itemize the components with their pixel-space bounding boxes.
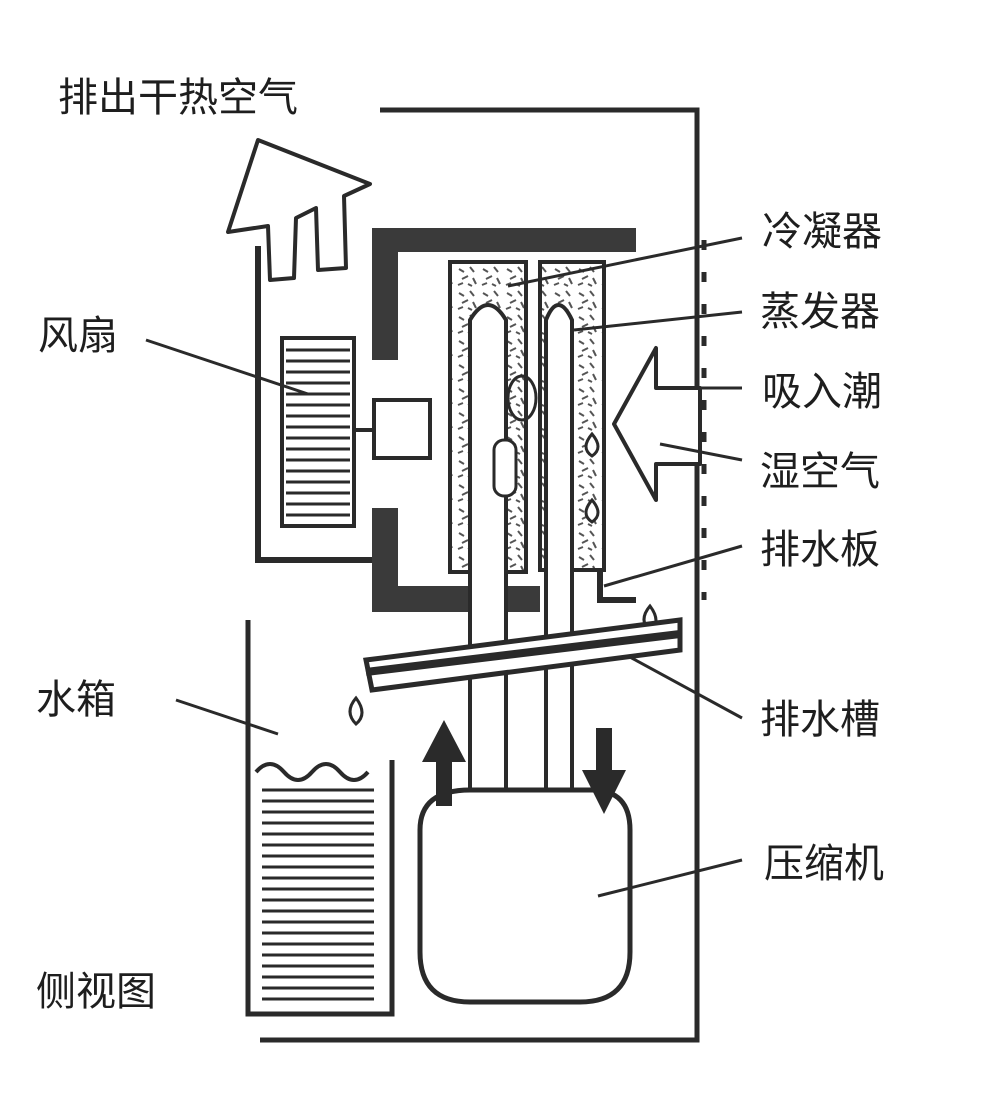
leader-water-tank <box>175 698 279 736</box>
label-drain-plate: 排水板 <box>760 527 880 573</box>
up-arrow-icon <box>422 720 466 806</box>
drain-plate <box>597 572 636 603</box>
label-condenser: 冷凝器 <box>762 209 882 255</box>
fan-housing <box>255 246 374 563</box>
cabinet-outline <box>260 107 700 1043</box>
label-intake-line1: 吸入潮 <box>762 369 882 415</box>
tank-water-lines <box>262 788 374 1001</box>
label-intake-line2: 湿空气 <box>760 449 880 495</box>
label-fan: 风扇 <box>38 313 118 359</box>
capillary-coil <box>506 374 538 422</box>
leader-compressor <box>597 858 743 898</box>
label-compressor: 压缩机 <box>764 841 884 887</box>
filter-drier <box>492 438 518 498</box>
label-exhaust: 排出干热空气 <box>58 75 298 121</box>
label-drain-trough: 排水槽 <box>760 697 880 743</box>
water-tank <box>245 620 395 1017</box>
leader-intake-2 <box>659 442 743 462</box>
drain-trough-bar <box>365 630 681 676</box>
leader-drain-plate <box>603 544 743 588</box>
refrigerant-tube-right <box>544 303 574 820</box>
fan-motor <box>372 398 432 460</box>
intake-arrow <box>612 346 702 502</box>
droplet-icon <box>584 431 600 458</box>
refrigerant-tube-left <box>468 303 508 820</box>
leader-fan <box>145 338 309 396</box>
leader-condenser <box>507 236 743 288</box>
droplet-icon <box>584 497 600 524</box>
label-evaporator: 蒸发器 <box>760 289 880 335</box>
leader-drain-trough <box>627 654 743 720</box>
droplet-icon <box>348 695 364 727</box>
label-side-view: 侧视图 <box>36 969 156 1015</box>
compressor-body <box>417 787 633 1005</box>
fan-grille <box>280 336 356 528</box>
down-arrow-icon <box>582 728 626 814</box>
label-water-tank: 水箱 <box>36 677 116 723</box>
exhaust-arrow <box>226 138 372 282</box>
leader-evaporator <box>573 310 743 332</box>
water-surface <box>254 762 370 782</box>
